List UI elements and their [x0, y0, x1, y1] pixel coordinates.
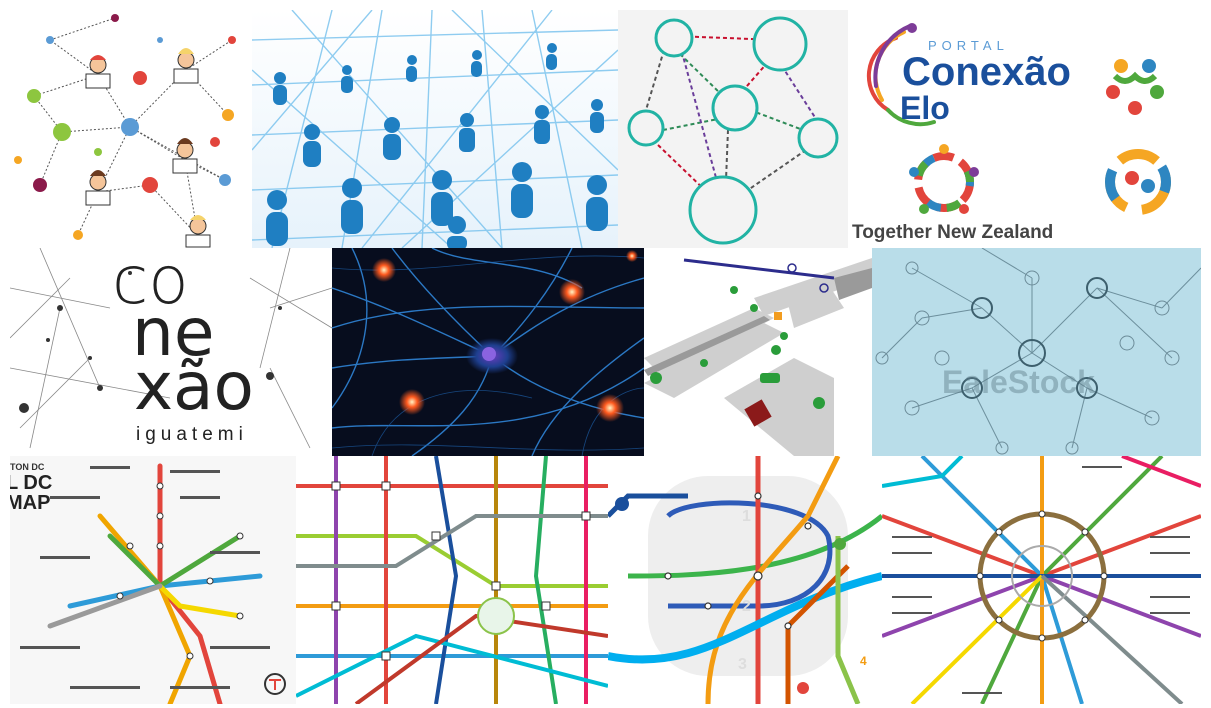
watermark-text: EaleStock — [942, 364, 1095, 400]
moscow-map-lines — [882, 456, 1201, 704]
tile-dc-metro-map[interactable]: TON DC L DC MAP — [10, 456, 296, 704]
people-network-illustration — [14, 14, 236, 248]
tile-circle-graph[interactable] — [618, 10, 848, 248]
tile-conexao-iguatemi[interactable]: co ne xão iguatemi — [10, 248, 332, 456]
syllable-co: co — [112, 248, 189, 319]
tile-neurons[interactable] — [332, 248, 644, 456]
together-caption: Together New Zealand — [852, 222, 1054, 243]
iguatemi-network-lines — [10, 248, 332, 449]
figures — [266, 43, 608, 248]
people-circle-logo-2 — [909, 144, 979, 214]
elo-title: Elo — [900, 90, 950, 126]
dc-header-big-1: L DC — [10, 472, 53, 494]
dc-header-small: TON DC — [10, 462, 45, 472]
dc-header-big-2: MAP — [10, 492, 51, 514]
syllable-xao: xão — [134, 348, 254, 425]
tile-people-network[interactable] — [10, 10, 255, 248]
elo-logo-marks — [866, 23, 1171, 215]
syllable-ne: ne — [132, 294, 215, 371]
neurons-illustration — [332, 248, 644, 456]
seoul-line-4: 4 — [860, 654, 867, 668]
people-circle-logo-3 — [1105, 149, 1171, 215]
seoul-map-lines — [608, 456, 882, 704]
seoul-line-2: 2 — [742, 598, 751, 615]
circle-graph-illustration — [627, 16, 839, 245]
station-map-illustration — [644, 258, 872, 456]
seoul-line-3: 3 — [738, 656, 747, 673]
seoul-line-1: 1 — [742, 508, 751, 525]
tile-station-map[interactable] — [644, 248, 872, 456]
people-icon-network-illustration — [875, 248, 1201, 455]
tile-moscow-metro-map[interactable] — [882, 456, 1201, 704]
portal-label: PORTAL — [928, 38, 1009, 53]
people-circle-logo-1 — [1106, 59, 1164, 115]
conexao-title: Conexão — [902, 50, 1071, 94]
blue-figures-illustration — [252, 10, 618, 248]
tile-people-icon-network[interactable]: EaleStock — [872, 248, 1201, 456]
tokyo-map-lines — [296, 456, 608, 704]
tile-tokyo-metro-map[interactable] — [296, 456, 608, 704]
tile-blue-figures-network[interactable] — [252, 10, 618, 248]
tile-conexao-elo[interactable]: PORTAL Conexão Elo Together New Zealand — [848, 10, 1201, 248]
dc-map-lines — [20, 463, 286, 704]
tile-seoul-metro-map[interactable]: 1 2 3 4 — [608, 456, 882, 704]
brand-iguatemi: iguatemi — [136, 424, 248, 445]
